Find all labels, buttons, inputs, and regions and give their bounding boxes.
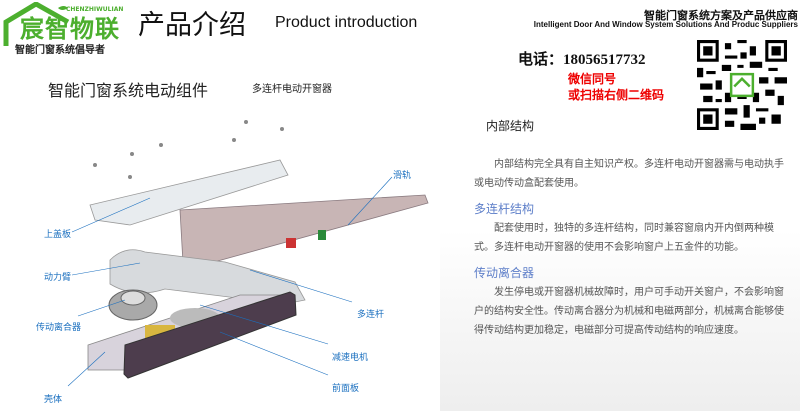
logo-text: 宸智物联 xyxy=(20,15,120,43)
scan-qr-note: 或扫描右侧二维码 xyxy=(568,88,665,102)
label-clutch: 传动离合器 xyxy=(36,323,82,333)
slogan: 智能门窗系统倡导者 xyxy=(15,45,105,56)
page-title-english: Product introduction xyxy=(275,14,418,31)
wechat-note: 微信同号 xyxy=(568,72,617,86)
label-housing: 壳体 xyxy=(44,395,63,405)
section-subtitle: 多连杆电动开窗器 xyxy=(252,84,332,95)
paragraph-clutch: 发生停电或开窗器机械故障时，用户可手动开关窗户，不会影响窗户的结构安全性。传动离… xyxy=(474,287,784,336)
paragraph-multi-link: 配套使用时，独特的多连杆结构，同时兼容窗扇内开内倒两种模式。多连杆电动开窗器的使… xyxy=(474,223,774,253)
company-tagline: 智能门窗系统方案及产品供应商 xyxy=(644,9,798,22)
section-title: 智能门窗系统电动组件 xyxy=(48,81,209,100)
label-front-panel: 前面板 xyxy=(332,384,360,394)
label-motor: 减速电机 xyxy=(332,353,369,363)
label-multi-link: 多连杆 xyxy=(357,310,385,320)
exploded-product-diagram xyxy=(67,120,429,387)
page-title: 产品介绍 xyxy=(138,10,246,41)
qr-code-icon xyxy=(697,40,787,130)
label-top-cover: 上盖板 xyxy=(44,230,72,240)
text-panel-background xyxy=(440,230,800,411)
leader-lines xyxy=(67,176,393,387)
label-power-arm: 动力臂 xyxy=(44,273,72,283)
front-panel xyxy=(123,291,297,379)
inner-structure-heading: 内部结构 xyxy=(486,119,535,133)
phone-number: 电话：18056517732 xyxy=(518,52,646,68)
label-slide-rail: 滑轨 xyxy=(393,171,412,181)
subheading-multi-link: 多连杆结构 xyxy=(474,202,535,216)
logo-english: CHENZHIWULIAN xyxy=(66,6,124,13)
slide-rail xyxy=(179,194,429,271)
top-cover-plate xyxy=(89,159,289,226)
house-logo-icon xyxy=(3,2,70,46)
intro-paragraph: 内部结构完全具有自主知识产权。多连杆电动开窗器需与电动执手或电动传动盒配套使用。 xyxy=(474,159,784,189)
screw-icons xyxy=(93,120,284,179)
subheading-clutch: 传动离合器 xyxy=(474,266,535,280)
company-tagline-english: Intelligent Door And Window System Solut… xyxy=(533,20,798,29)
